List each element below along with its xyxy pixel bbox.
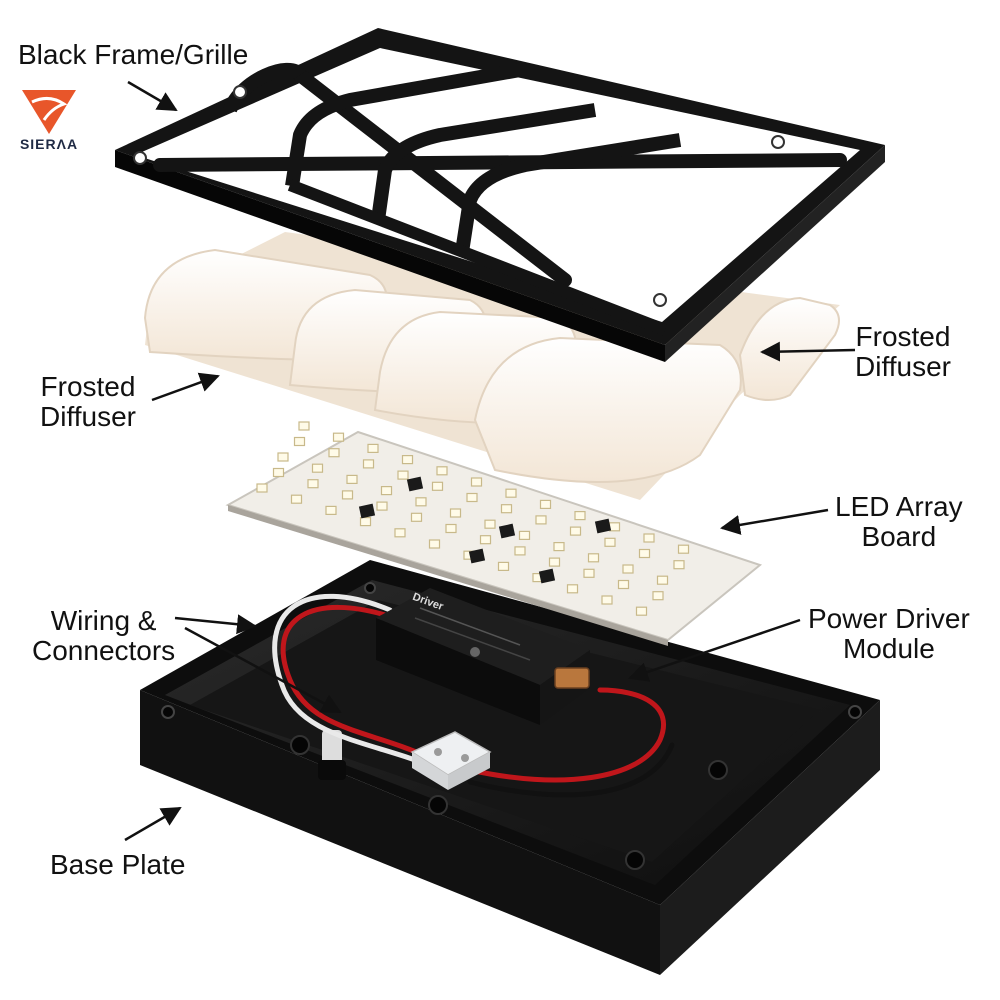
label-diffuser-right-line2: Diffuser [855,352,951,382]
led-chip [430,540,440,548]
led-chip [292,495,302,503]
label-driver-line2: Module [808,634,970,664]
led-chip [437,467,447,475]
led-chip [674,561,684,569]
led-chip [541,500,551,508]
mount-hole [626,851,644,869]
label-led-board: LED Array Board [835,492,963,552]
led-chip [368,444,378,452]
led-chip [568,585,578,593]
label-diffuser-right-line1: Frosted [855,322,951,352]
brand-logo-mark-icon [14,86,84,136]
led-chip [308,480,318,488]
led-chip [416,498,426,506]
label-diffuser-left-line1: Frosted [40,372,136,402]
led-chip [343,491,353,499]
led-chip [589,554,599,562]
led-chip [326,506,336,514]
led-chip [619,581,629,589]
led-chip [334,433,344,441]
label-driver-line1: Power Driver [808,604,970,634]
led-chip [499,562,509,570]
led-chip [610,523,620,531]
led-chip [398,471,408,479]
led-chip [623,565,633,573]
led-chip [679,545,689,553]
label-led-board-line1: LED Array [835,492,963,522]
led-chip [644,534,654,542]
label-wiring-line1: Wiring & [32,606,175,636]
led-chip [575,512,585,520]
led-chip [485,520,495,528]
led-chip [274,469,284,477]
led-chip [451,509,461,517]
led-chip [502,505,512,513]
arrow-frame [128,82,176,110]
label-wiring: Wiring & Connectors [32,606,175,666]
led-chip [395,529,405,537]
mount-hole [291,736,309,754]
label-led-board-line2: Board [835,522,963,552]
led-chip [299,422,309,430]
led-chip [554,543,564,551]
led-chip [403,456,413,464]
led-chip [481,536,491,544]
led-chip [653,592,663,600]
led-chip [377,502,387,510]
led-chip [446,525,456,533]
led-chip [278,453,288,461]
mount-hole [429,796,447,814]
led-chip [602,596,612,604]
led-chip [658,576,668,584]
led-chip [571,527,581,535]
led-chip [467,494,477,502]
label-diffuser-left-line2: Diffuser [40,402,136,432]
label-base: Base Plate [50,850,185,880]
label-wiring-line2: Connectors [32,636,175,666]
label-diffuser-left: Frosted Diffuser [40,372,136,432]
led-chip [433,482,443,490]
led-chip [605,538,615,546]
arrow-base [125,808,180,840]
led-chip [515,547,525,555]
led-chip [313,464,323,472]
mount-hole [709,761,727,779]
led-chip [584,569,594,577]
led-chip [637,607,647,615]
led-chip [506,489,516,497]
led-chip [382,487,392,495]
label-driver: Power Driver Module [808,604,970,664]
led-chip [536,516,546,524]
led-chip [520,531,530,539]
arrow-wiring-1 [175,618,255,626]
led-chip [472,478,482,486]
brand-logo: SIERΛA [14,86,84,158]
led-chip [361,518,371,526]
brand-wordmark: SIERΛA [14,136,84,152]
label-diffuser-right: Frosted Diffuser [855,322,951,382]
led-chip [550,558,560,566]
led-chip [364,460,374,468]
driver-connector [555,668,589,688]
led-chip [640,550,650,558]
led-chip [257,484,267,492]
led-chip [329,449,339,457]
led-chip [295,438,305,446]
label-frame: Black Frame/Grille [18,40,248,70]
arrow-diffuser-left [152,376,218,400]
led-chip [347,475,357,483]
led-chip [412,513,422,521]
arrow-led-board [722,510,828,528]
